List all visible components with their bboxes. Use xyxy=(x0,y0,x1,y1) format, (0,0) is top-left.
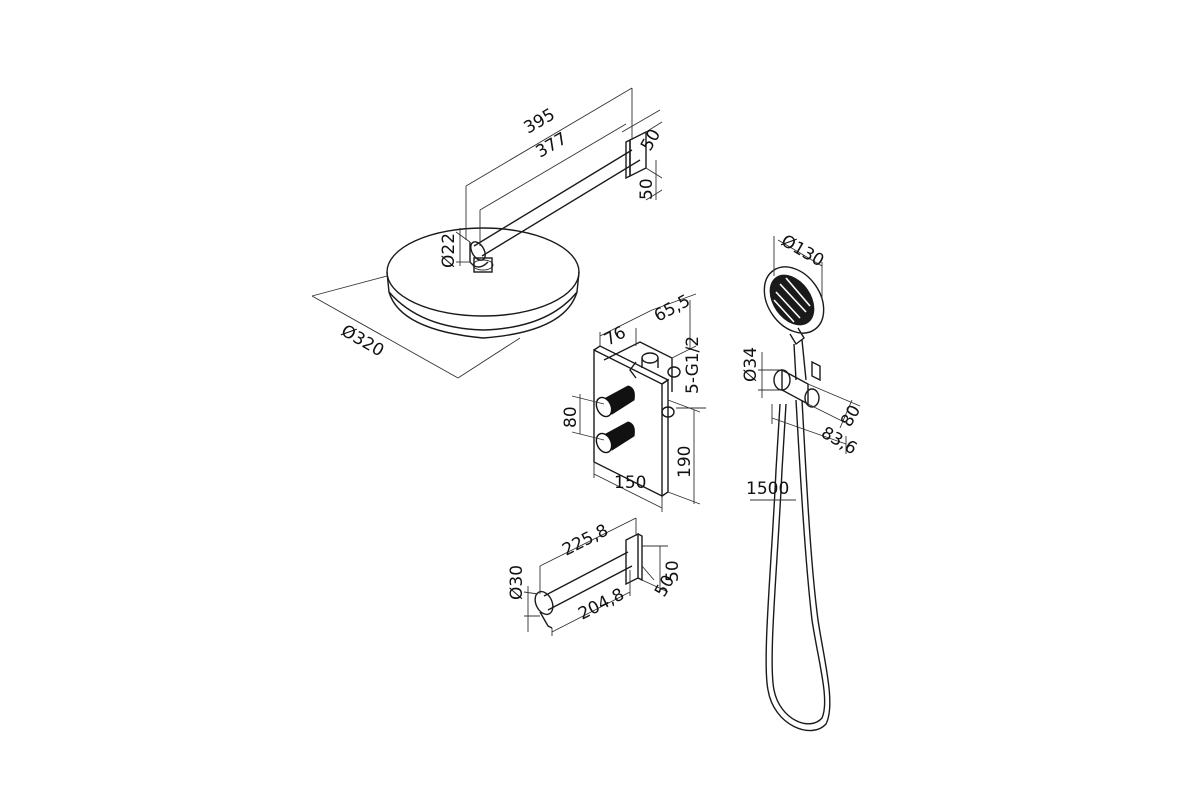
dim-text-spout-diameter: Ø30 xyxy=(507,565,527,600)
dim-text-hose-length: 1500 xyxy=(746,479,789,499)
dim-text-handle-spacing: 80 xyxy=(561,406,581,428)
dim-text-hand-head-diameter: Ø130 xyxy=(778,231,828,271)
hand-shower-holder xyxy=(773,360,821,408)
dim-text-mixer-width: 150 xyxy=(614,473,646,493)
dim-hose-1500: 1500 xyxy=(746,479,796,501)
dim-text-spout-outer: 225,8 xyxy=(559,521,611,561)
dim-arm-395: 395 xyxy=(465,87,633,240)
dim-text-flange-depth: 50 xyxy=(637,126,665,155)
shower-head-disc xyxy=(386,227,580,339)
dim-text-mixer-height: 190 xyxy=(675,446,695,478)
dim-text-spout-inner: 204,8 xyxy=(575,585,627,625)
dim-mixer-80: 80 xyxy=(561,394,605,441)
dim-text-mixer-depth: 76 xyxy=(601,323,629,351)
shower-arm xyxy=(469,130,647,268)
hand-shower-hose xyxy=(765,399,831,732)
dim-spout-diameter: Ø30 xyxy=(507,565,540,632)
dim-flange-50: 50 50 xyxy=(621,109,665,201)
mixer-handle-top xyxy=(595,385,635,418)
dim-text-flange-height: 50 xyxy=(637,178,657,200)
dim-text-arm-diameter: Ø22 xyxy=(439,233,459,268)
dim-spout-204-8: 204,8 xyxy=(551,570,631,636)
mixer-handle-bottom xyxy=(595,421,635,454)
mixer-box: 76 65,5 5-G1/2 80 190 150 xyxy=(561,291,706,512)
dim-head-diameter: Ø320 xyxy=(311,275,521,379)
dim-spout-flange: 50 50 xyxy=(641,545,683,601)
dim-arm-diameter: Ø22 xyxy=(439,228,471,268)
dim-text-spout-flange-height: 50 xyxy=(663,560,683,582)
spout: 225,8 204,8 Ø30 50 50 xyxy=(507,517,683,636)
dim-mixer-190: 190 xyxy=(667,399,701,505)
spout-body xyxy=(534,532,643,629)
hand-shower-head xyxy=(763,266,825,381)
dim-mixer-150: 150 xyxy=(593,462,663,512)
dim-text-mixer-connection: 5-G1/2 xyxy=(683,336,703,394)
mixer-valve-body xyxy=(603,341,681,418)
dim-hand-holder-diameter: Ø34 xyxy=(741,347,780,398)
hand-shower: Ø130 Ø34 80 83,6 1500 xyxy=(741,231,865,732)
dim-text-head-diameter: Ø320 xyxy=(338,321,388,361)
dim-text-mixer-offset: 65,5 xyxy=(651,291,694,326)
dim-arm-377: 377 xyxy=(479,123,627,246)
dim-text-holder-diameter: Ø34 xyxy=(741,347,761,382)
